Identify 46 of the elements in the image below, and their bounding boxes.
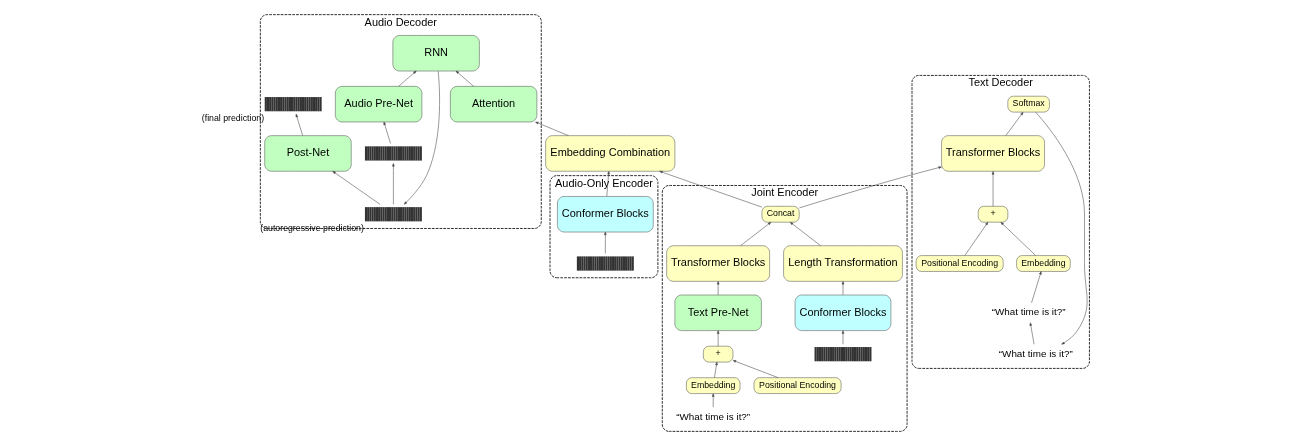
node-box: Transformer Blocks (940, 135, 1045, 172)
arrow (1005, 112, 1023, 136)
node-box: + (977, 206, 1008, 223)
node-box: Length Transformation (782, 245, 903, 282)
node-box: Transformer Blocks (665, 245, 770, 282)
arrow (732, 360, 778, 378)
arrow (841, 330, 844, 345)
node-box: Audio Pre-Net (334, 86, 422, 123)
node-box: Text Pre-Net (674, 294, 762, 331)
arrow (991, 171, 994, 207)
arrow (1000, 222, 1036, 256)
node-box: Positional Encoding (753, 377, 841, 394)
arrow (295, 113, 303, 136)
node-text: “What time is it?” (675, 410, 750, 422)
arrow (798, 166, 942, 209)
node-box: Embedding (1015, 255, 1071, 272)
node-box: Softmax (1007, 95, 1050, 113)
arrow (397, 70, 416, 87)
arrow (606, 171, 610, 197)
arrow (713, 361, 718, 378)
node-box: Positional Encoding (915, 255, 1003, 272)
node-label: (final prediction) (201, 113, 264, 124)
arrow (658, 171, 762, 208)
arrow (711, 393, 714, 408)
node-box: Embedding (685, 377, 740, 394)
arrow (331, 171, 380, 205)
arrow (739, 222, 771, 246)
arrow (455, 70, 474, 87)
arrow (383, 121, 391, 144)
arrow (534, 121, 569, 136)
arrow (1034, 111, 1087, 345)
node-box: Conformer Blocks (556, 196, 654, 233)
node-text: “What time is it?” (991, 306, 1066, 318)
arrow (841, 281, 844, 296)
node-box: + (702, 345, 733, 363)
node-text: “What time is it?” (998, 347, 1073, 359)
node-box: Conformer Blocks (794, 294, 891, 331)
arrow (391, 163, 395, 205)
arrow (716, 281, 719, 296)
arrow (1029, 322, 1034, 345)
arrow (789, 222, 821, 246)
arrow (403, 70, 440, 205)
arrow (603, 231, 607, 254)
arrow (964, 222, 988, 256)
arrow (1030, 271, 1042, 303)
arrow (716, 330, 719, 347)
